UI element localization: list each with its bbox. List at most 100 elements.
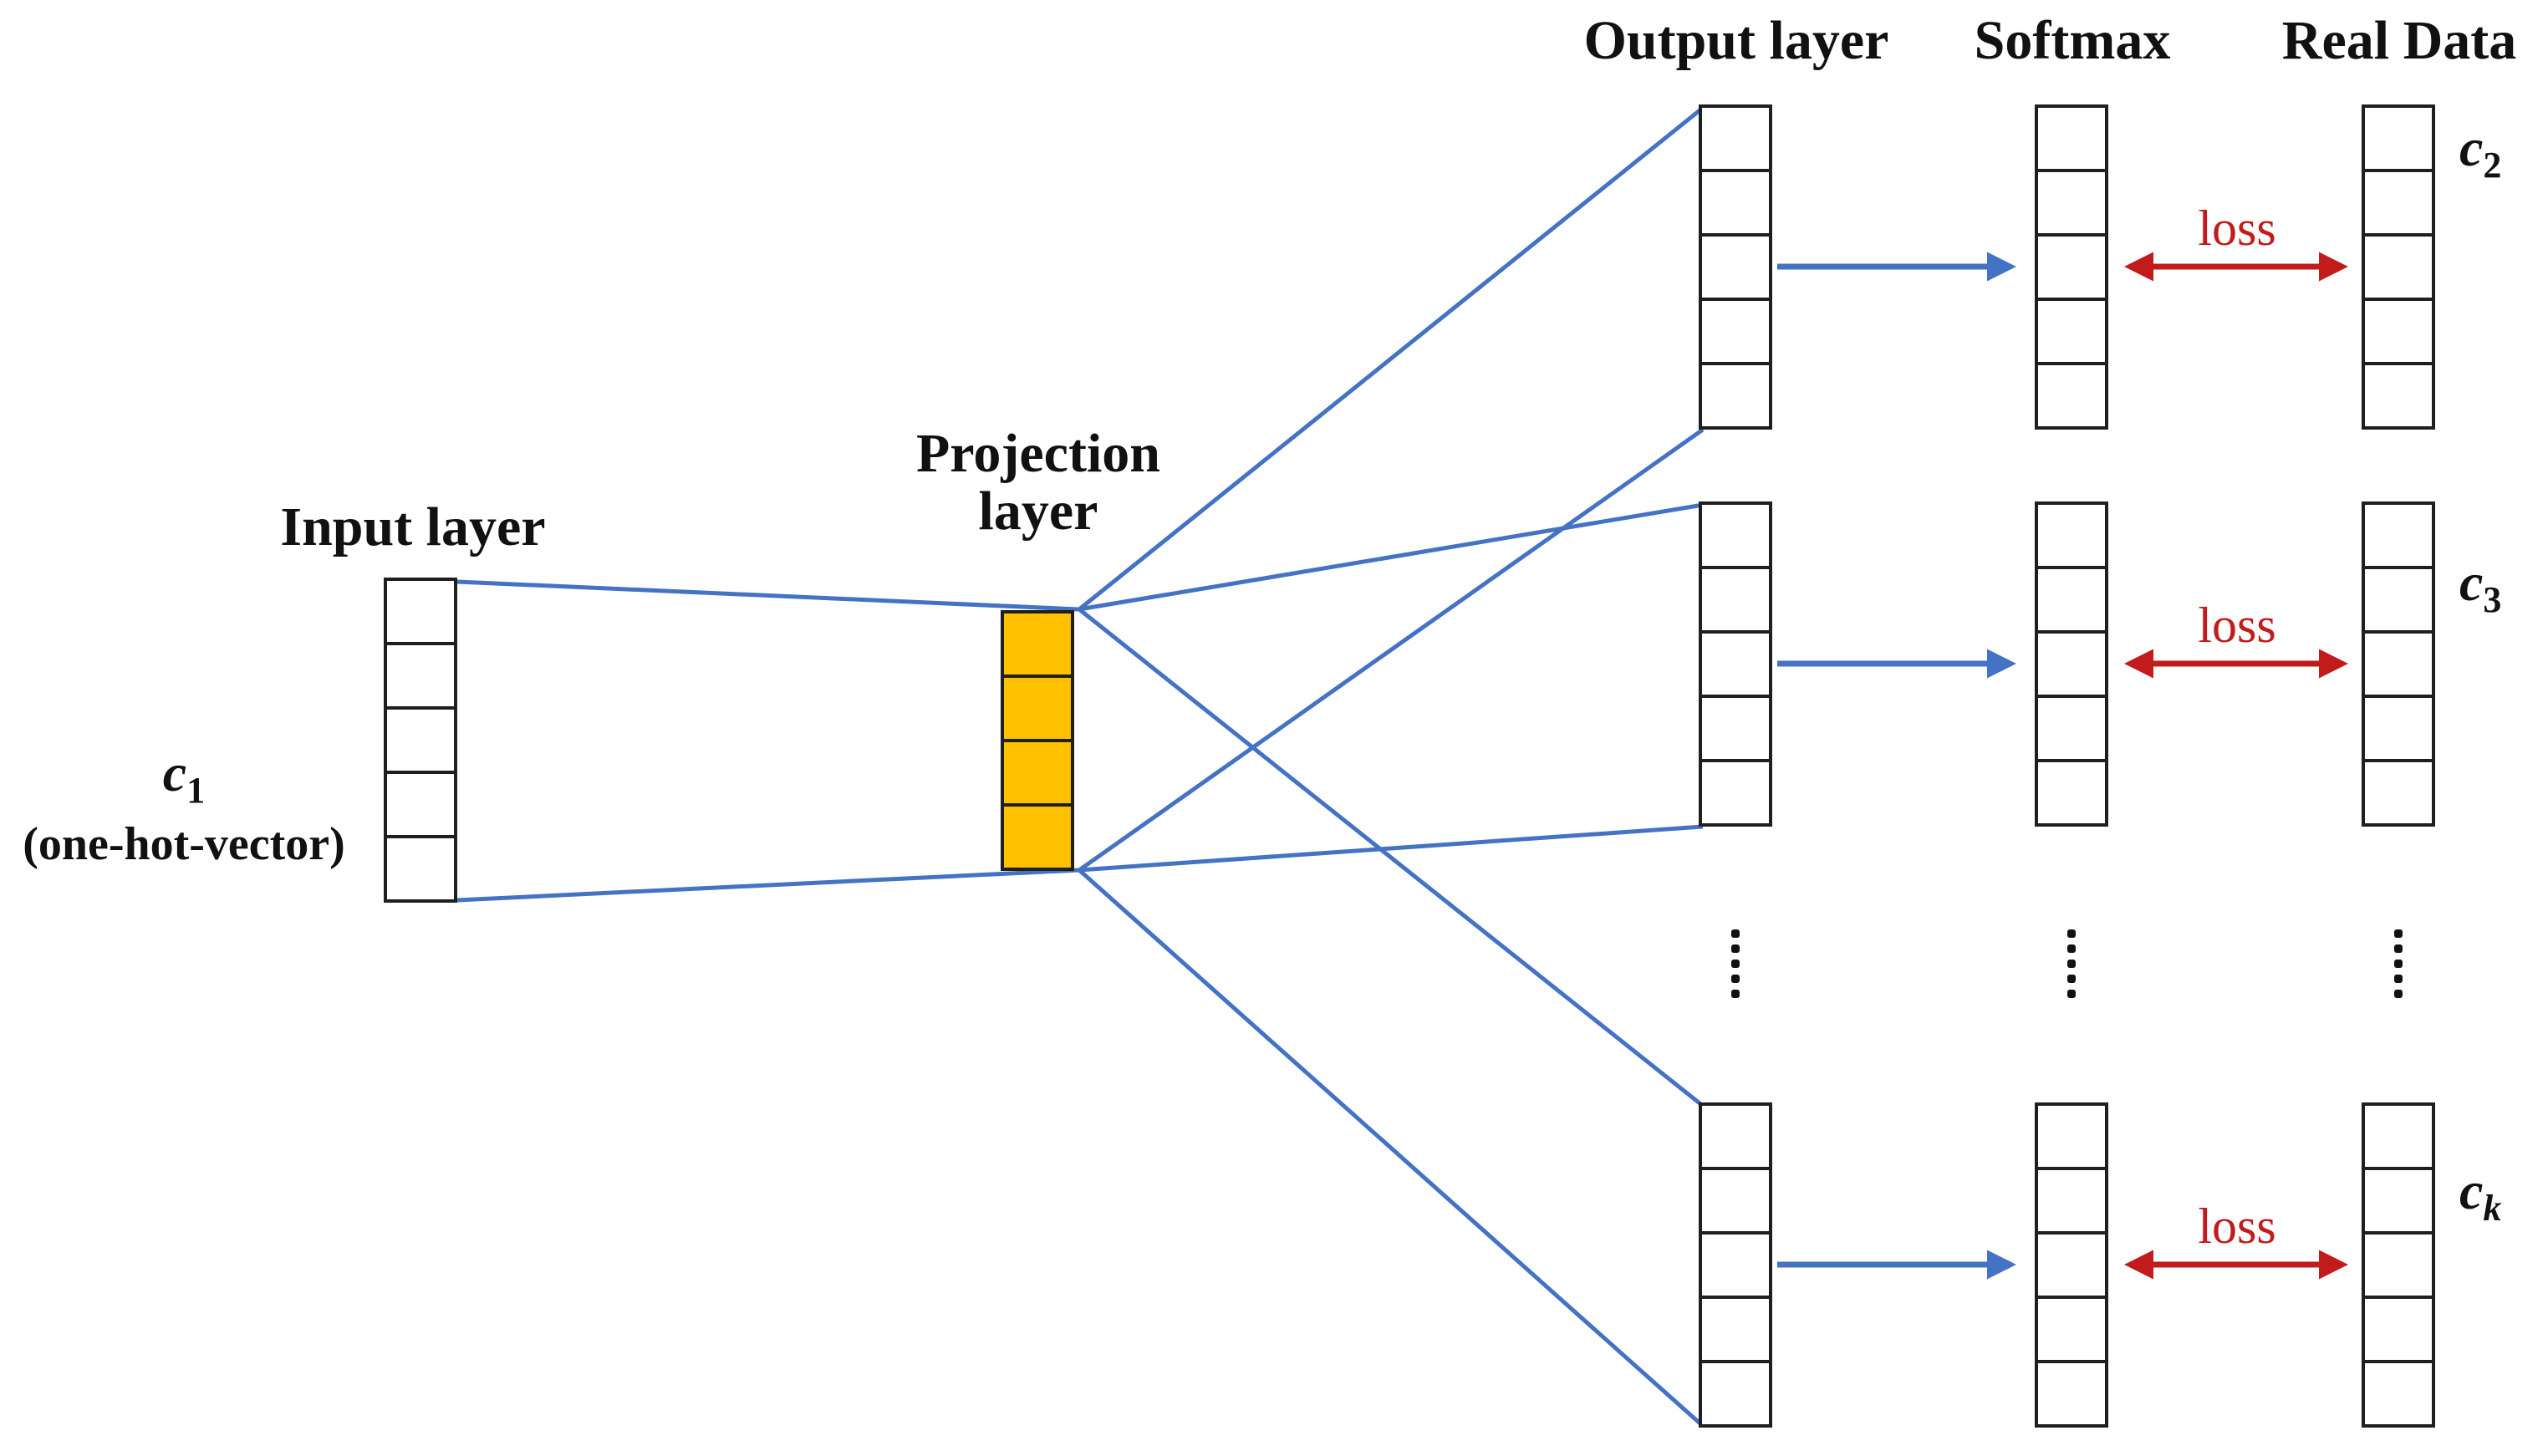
output-column-row1 xyxy=(1699,104,1772,430)
vector-cell xyxy=(384,578,457,645)
softmax-column-row3 xyxy=(2035,1102,2108,1428)
input-layer-column xyxy=(384,578,457,903)
vector-cell xyxy=(2035,759,2108,827)
vector-cell xyxy=(1699,169,1772,237)
vector-cell xyxy=(2035,169,2108,237)
vector-cell xyxy=(2035,1231,2108,1299)
wire-projection-to-output2-top xyxy=(1078,502,1704,612)
real-data-column-row1 xyxy=(2362,104,2435,430)
input-vector-symbol: c xyxy=(162,743,187,802)
vector-cell xyxy=(2362,1167,2435,1235)
ck-subscript: k xyxy=(2483,1188,2502,1229)
softmax-column-row1 xyxy=(2035,104,2108,430)
vector-cell xyxy=(1699,298,1772,365)
vector-cell xyxy=(384,642,457,710)
wire-projection-to-output1-bottom xyxy=(1078,427,1705,873)
loss-label-row3: loss xyxy=(2198,1199,2276,1254)
vector-cell xyxy=(2035,501,2108,569)
vector-cell xyxy=(2362,501,2435,569)
real-data-column-row2 xyxy=(2362,501,2435,827)
input-layer-heading: Input layer xyxy=(280,496,546,557)
vector-cell xyxy=(2035,1360,2108,1428)
loss-label-row2: loss xyxy=(2198,598,2276,653)
vector-cell xyxy=(2362,1296,2435,1363)
vector-cell xyxy=(2035,233,2108,301)
vector-cell xyxy=(1699,362,1772,430)
vector-cell xyxy=(1699,1102,1772,1170)
vector-cell xyxy=(2362,1102,2435,1170)
vector-cell xyxy=(1699,501,1772,569)
vector-cell xyxy=(1699,695,1772,762)
vector-cell xyxy=(1699,566,1772,634)
softmax-column-row2 xyxy=(2035,501,2108,827)
vector-cell xyxy=(2362,362,2435,430)
projection-heading-line1: Projection xyxy=(915,423,1160,484)
real-data-heading: Real Data xyxy=(2281,10,2517,71)
c3-subscript: 3 xyxy=(2483,579,2502,620)
vector-cell xyxy=(1001,803,1074,871)
output-layer-heading: Output layer xyxy=(1583,10,1889,71)
input-vector-label: c1 xyxy=(0,742,368,812)
c2-subscript: 2 xyxy=(2483,145,2502,186)
vector-cell xyxy=(2362,169,2435,237)
vector-cell xyxy=(2362,1360,2435,1428)
wire-input-top-to-projection xyxy=(456,579,1080,612)
wire-projection-to-output1-top xyxy=(1078,106,1705,611)
vector-cell xyxy=(2035,104,2108,172)
vector-cell xyxy=(2035,1296,2108,1363)
ellipsis-real-data-column xyxy=(2393,929,2403,998)
vector-cell xyxy=(2035,695,2108,762)
vector-cell xyxy=(1699,1231,1772,1299)
vector-cell xyxy=(2035,1167,2108,1235)
vector-cell xyxy=(1001,739,1074,807)
vector-cell xyxy=(2362,630,2435,698)
vector-cell xyxy=(384,771,457,838)
one-hot-vector-note: (one-hot-vector) xyxy=(23,818,345,870)
vector-cell xyxy=(1699,1167,1772,1235)
input-vector-subscript: 1 xyxy=(186,770,206,811)
vector-cell xyxy=(2035,1102,2108,1170)
real-data-label-ck: ck xyxy=(2459,1160,2501,1229)
vector-cell xyxy=(1001,675,1074,742)
ck-symbol: c xyxy=(2459,1161,2484,1220)
softmax-heading: Softmax xyxy=(1974,10,2171,71)
vector-cell xyxy=(2362,298,2435,365)
vector-cell xyxy=(384,706,457,774)
c3-symbol: c xyxy=(2459,552,2484,612)
real-data-label-c3: c3 xyxy=(2459,552,2501,621)
real-data-column-row3 xyxy=(2362,1102,2435,1428)
wire-projection-to-output2-bottom xyxy=(1078,824,1704,873)
vector-cell xyxy=(2035,630,2108,698)
vector-cell xyxy=(2362,1231,2435,1299)
output-column-row2 xyxy=(1699,501,1772,827)
projection-layer-column xyxy=(1001,610,1074,871)
vector-cell xyxy=(1699,630,1772,698)
vector-cell xyxy=(1699,104,1772,172)
ellipsis-softmax-column xyxy=(2066,929,2077,998)
wire-projection-to-output3-top xyxy=(1078,608,1705,1107)
wire-projection-to-output3-bottom xyxy=(1078,868,1705,1428)
projection-layer-heading: Projection layer xyxy=(833,425,1243,541)
loss-label-row1: loss xyxy=(2198,201,2276,256)
vector-cell xyxy=(384,835,457,903)
c2-symbol: c xyxy=(2459,118,2484,177)
vector-cell xyxy=(2035,362,2108,430)
projection-heading-line2: layer xyxy=(978,481,1098,542)
vector-cell xyxy=(1699,1360,1772,1428)
vector-cell xyxy=(2362,759,2435,827)
vector-cell xyxy=(2035,298,2108,365)
vector-cell xyxy=(1699,233,1772,301)
vector-cell xyxy=(1699,759,1772,827)
wire-input-bottom-to-projection xyxy=(456,868,1080,903)
vector-cell xyxy=(2362,104,2435,172)
vector-cell xyxy=(2362,566,2435,634)
output-column-row3 xyxy=(1699,1102,1772,1428)
vector-cell xyxy=(2035,566,2108,634)
real-data-label-c2: c2 xyxy=(2459,117,2501,186)
vector-cell xyxy=(1699,1296,1772,1363)
vector-cell xyxy=(2362,695,2435,762)
ellipsis-output-column xyxy=(1730,929,1740,998)
vector-cell xyxy=(2362,233,2435,301)
